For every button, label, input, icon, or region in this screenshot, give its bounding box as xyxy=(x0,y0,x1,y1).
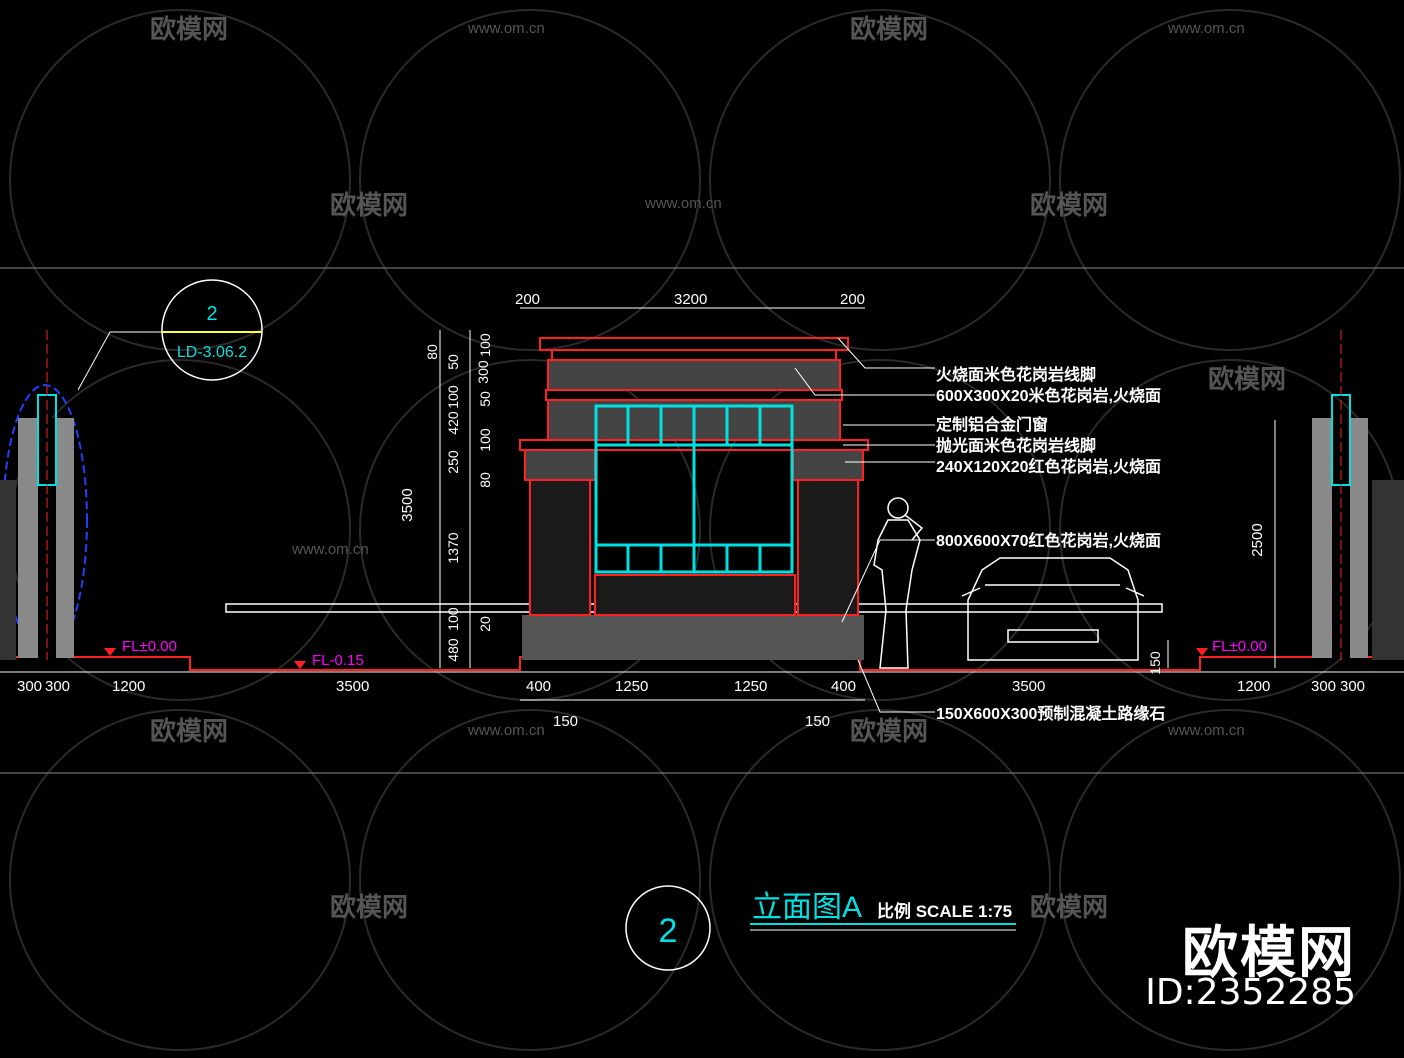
callout-tag: 2 LD-3.06.2 xyxy=(77,279,263,391)
left-dimensions: 80 50 100 300 100 50 420 100 250 80 1370 100 20 480 xyxy=(424,333,493,662)
drawing-title: 2 立面图A 比例 SCALE 1:75 xyxy=(625,885,1016,971)
material-note: 800X600X70红色花岗岩,火烧面 xyxy=(936,531,1161,550)
material-note: 抛光面米色花岗岩线脚 xyxy=(936,436,1096,455)
sub-dimensions: 150 150 xyxy=(553,713,830,730)
right-height: 2500 xyxy=(1249,523,1266,556)
watermark-text-grid: 欧模网 欧模网 欧模网 欧模网 欧模网 欧模网 欧模网 欧模网 欧模网 xyxy=(150,14,1286,922)
dimension-label: 1370 xyxy=(445,532,461,563)
level-marks: FL±0.00 FL-0.15 FL±0.00 xyxy=(104,638,1267,669)
dimension-label: 50 xyxy=(445,354,461,370)
level-mark: FL±0.00 xyxy=(122,638,177,655)
title-name: 立面图A xyxy=(752,891,862,924)
level-mark: FL±0.00 xyxy=(1212,638,1267,655)
note-leaders xyxy=(794,337,935,713)
dimension-label: 420 xyxy=(445,411,461,435)
watermark-url-grid: www.om.cn www.om.cn www.om.cn www.om.cn … xyxy=(291,20,1245,739)
material-note: 240X120X20红色花岗岩,火烧面 xyxy=(936,457,1161,476)
watermark-brand: 欧模网 xyxy=(330,892,408,922)
dimension-label: 3500 xyxy=(1012,678,1045,695)
material-note: 火烧面米色花岗岩线脚 xyxy=(936,365,1096,384)
callout-ref: LD-3.06.2 xyxy=(177,344,247,361)
dimension-label: 300 xyxy=(17,678,42,695)
material-note: 定制铝合金门窗 xyxy=(935,415,1048,434)
dimension-label: 200 xyxy=(840,291,865,308)
dimension-label: 300 xyxy=(45,678,70,695)
dimension-label: 1200 xyxy=(1237,678,1270,695)
dimension-label: 400 xyxy=(831,678,856,695)
ground-line xyxy=(0,656,1404,671)
dimension-label: 100 xyxy=(477,333,493,357)
level-mark: FL-0.15 xyxy=(312,652,364,669)
watermark-brand: 欧模网 xyxy=(850,716,928,746)
watermark-url: www.om.cn xyxy=(467,20,545,37)
watermark-brand: 欧模网 xyxy=(850,14,928,44)
watermark-url: www.om.cn xyxy=(1167,20,1245,37)
dimension-label: 300 xyxy=(1340,678,1365,695)
dimension-label: 100 xyxy=(477,428,493,452)
watermark-brand: 欧模网 xyxy=(330,190,408,220)
dimension-label: 1250 xyxy=(615,678,648,695)
dimension-label: 50 xyxy=(477,391,493,407)
material-note: 600X300X20米色花岗岩,火烧面 xyxy=(936,386,1161,405)
watermark-brand: 欧模网 xyxy=(1208,364,1286,394)
dimension-label: 150 xyxy=(553,713,578,730)
watermark-brand: 欧模网 xyxy=(150,14,228,44)
dimension-label: 100 xyxy=(445,607,461,631)
left-gate-pillar xyxy=(0,330,88,660)
dimension-label: 480 xyxy=(445,638,461,662)
dimension-label: 300 xyxy=(1311,678,1336,695)
dimension-label: 1250 xyxy=(734,678,767,695)
dimension-label: 80 xyxy=(424,344,440,360)
watermark-logo-text: 欧模网 xyxy=(1182,921,1356,986)
height-total: 3500 xyxy=(399,488,416,521)
watermark-url: www.om.cn xyxy=(644,195,722,212)
material-notes: 火烧面米色花岗岩线脚 600X300X20米色花岗岩,火烧面定制铝合金门窗抛光面米… xyxy=(935,365,1165,723)
dimension-label: 400 xyxy=(526,678,551,695)
right-gate-pillar xyxy=(1312,330,1404,660)
dimension-label: 300 xyxy=(475,360,491,384)
dimension-label: 20 xyxy=(477,616,493,632)
top-dimensions: 200 3200 200 xyxy=(515,291,865,308)
watermark-url: www.om.cn xyxy=(291,541,369,558)
curb-height: 150 xyxy=(1147,651,1163,675)
watermark-brand: 欧模网 xyxy=(150,716,228,746)
watermark-url: www.om.cn xyxy=(467,722,545,739)
watermark-id: ID:2352285 xyxy=(1145,972,1356,1013)
guard-figure xyxy=(873,497,924,669)
watermark-url: www.om.cn xyxy=(1167,722,1245,739)
title-number: 2 xyxy=(659,912,678,950)
car-outline xyxy=(961,557,1145,661)
dimension-lines xyxy=(0,307,1404,701)
dimension-label: 3200 xyxy=(674,291,707,308)
title-scale: 比例 SCALE 1:75 xyxy=(877,901,1012,921)
dimension-label: 150 xyxy=(805,713,830,730)
dimension-label: 80 xyxy=(477,472,493,488)
watermark-brand: 欧模网 xyxy=(1030,892,1108,922)
dimension-label: 200 xyxy=(515,291,540,308)
guard-house xyxy=(519,337,869,660)
callout-number: 2 xyxy=(206,303,217,325)
material-note: 150X600X300预制混凝土路缘石 xyxy=(936,704,1165,723)
dimension-label: 3500 xyxy=(336,678,369,695)
watermark-brand: 欧模网 xyxy=(1030,190,1108,220)
dimension-label: 1200 xyxy=(112,678,145,695)
dimension-label: 100 xyxy=(445,385,461,409)
dimension-label: 250 xyxy=(445,450,461,474)
